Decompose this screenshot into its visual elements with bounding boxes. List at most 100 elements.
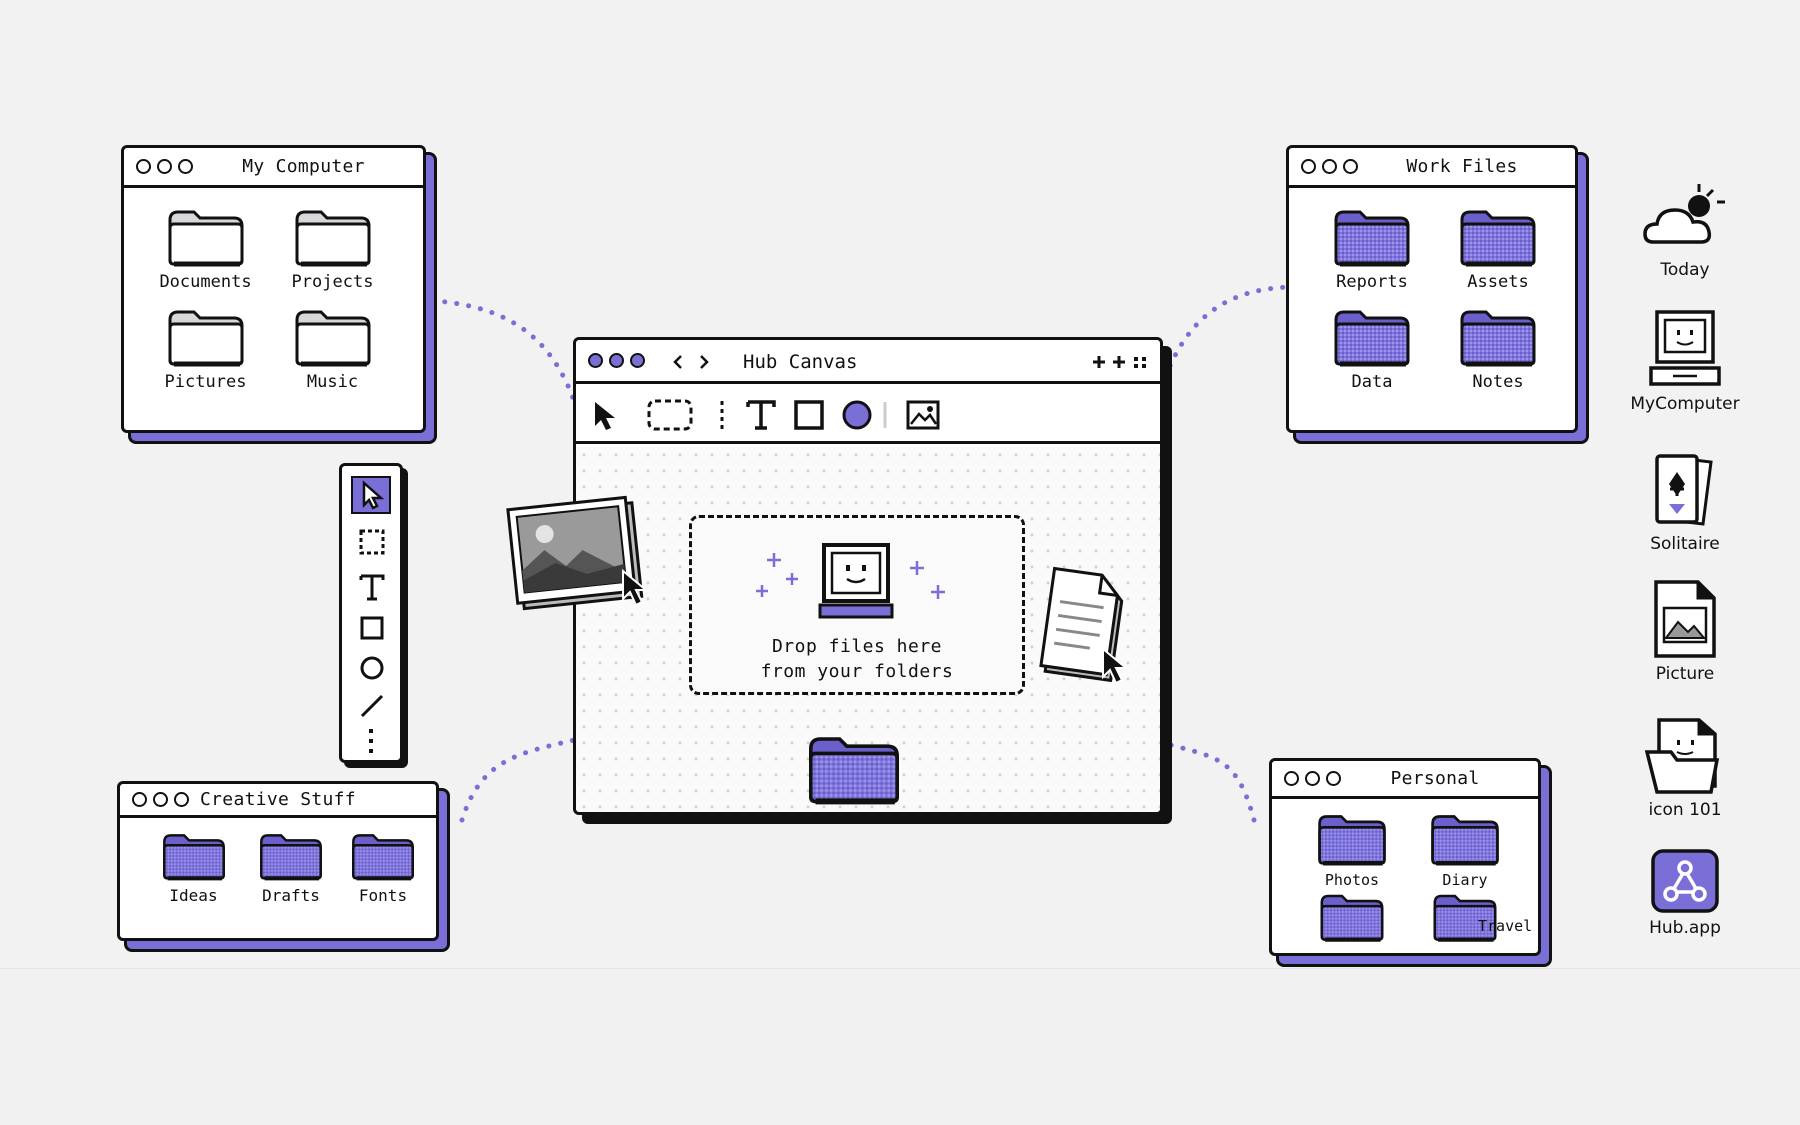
folder-data[interactable]: Data	[1309, 306, 1435, 392]
work-files-window[interactable]: Work Files Reports Assets Data Notes	[1286, 145, 1578, 433]
folder-label: Data	[1351, 372, 1393, 392]
folder-pictures[interactable]: Pictures	[142, 306, 269, 392]
window-controls[interactable]	[588, 340, 645, 381]
minimize-button[interactable]	[153, 792, 168, 807]
folder-icon	[166, 306, 246, 368]
minimize-button[interactable]	[609, 353, 624, 368]
ellipse-icon[interactable]	[358, 654, 386, 682]
desktop-icon-label: Hub.app	[1649, 918, 1721, 938]
close-button[interactable]	[136, 159, 151, 174]
desktop-icon-label: MyComputer	[1630, 394, 1740, 414]
open-folder-icon	[1645, 718, 1720, 794]
close-button[interactable]	[588, 353, 603, 368]
folder-documents[interactable]: Documents	[142, 206, 269, 292]
minimize-button[interactable]	[1322, 159, 1337, 174]
close-button[interactable]	[132, 792, 147, 807]
folder-photos[interactable]: Photos	[1294, 811, 1410, 889]
pointer-icon	[362, 480, 385, 510]
separator-icon	[720, 401, 724, 429]
folder-projects[interactable]: Projects	[269, 206, 396, 292]
close-button[interactable]	[1284, 771, 1299, 786]
folder-label: Photos	[1324, 871, 1380, 889]
add-icon[interactable]	[1113, 356, 1125, 368]
maximize-button[interactable]	[1343, 159, 1358, 174]
window-titlebar[interactable]: Hub Canvas	[576, 340, 1160, 384]
chevron-right-icon[interactable]	[698, 354, 710, 370]
maximize-button[interactable]	[1326, 771, 1341, 786]
window-controls[interactable]	[1301, 148, 1358, 185]
folder-diary[interactable]: Diary	[1410, 811, 1520, 889]
dropped-folder-icon[interactable]	[806, 730, 902, 808]
computer-sparkle-icon	[756, 543, 945, 619]
vertical-tool-palette	[339, 463, 403, 763]
dragged-document-icon[interactable]	[1033, 565, 1143, 705]
window-titlebar[interactable]: Work Files	[1289, 148, 1575, 188]
close-button[interactable]	[1301, 159, 1316, 174]
desktop-icon-picture[interactable]: Picture	[1625, 580, 1745, 684]
rectangle-icon[interactable]	[358, 614, 386, 642]
folder-ideas[interactable]: Ideas	[142, 830, 245, 905]
add-icon[interactable]	[1093, 356, 1105, 368]
folder-icon	[1458, 306, 1538, 368]
minimize-button[interactable]	[1305, 771, 1320, 786]
desktop-icon-mycomputer[interactable]: MyComputer	[1625, 310, 1745, 414]
marquee-tool-icon[interactable]	[646, 398, 694, 432]
image-tool-icon[interactable]	[906, 400, 940, 430]
folder-notes[interactable]: Notes	[1435, 306, 1561, 392]
folder-label: Music	[306, 372, 359, 392]
folder-label: Assets	[1467, 272, 1529, 292]
text-icon[interactable]	[358, 572, 386, 602]
text-tool-icon[interactable]	[746, 399, 776, 431]
folder-unnamed[interactable]	[1294, 891, 1410, 943]
desktop-icon-101[interactable]: icon 101	[1625, 712, 1745, 820]
window-titlebar[interactable]: My Computer	[124, 148, 423, 188]
maximize-button[interactable]	[178, 159, 193, 174]
creative-stuff-window[interactable]: Creative Stuff Ideas Drafts Fonts	[117, 781, 439, 941]
folder-icon	[161, 830, 227, 882]
line-icon[interactable]	[358, 692, 386, 720]
folder-icon	[1429, 811, 1501, 867]
window-title: Creative Stuff	[200, 789, 356, 810]
marquee-icon[interactable]	[358, 528, 386, 556]
folder-reports[interactable]: Reports	[1309, 206, 1435, 292]
folder-fonts[interactable]: Fonts	[337, 830, 429, 905]
window-titlebar[interactable]: Creative Stuff	[120, 784, 436, 818]
maximize-button[interactable]	[630, 353, 645, 368]
dragged-photo-icon[interactable]	[505, 495, 665, 630]
maximize-button[interactable]	[174, 792, 189, 807]
color-fill-icon[interactable]	[841, 399, 873, 431]
folder-music[interactable]: Music	[269, 306, 396, 392]
desktop-icon-label: icon 101	[1648, 800, 1722, 820]
folder-icon	[350, 830, 416, 882]
folder-assets[interactable]: Assets	[1435, 206, 1561, 292]
window-title: Work Files	[1406, 156, 1518, 177]
desktop-icon-label: Solitaire	[1650, 534, 1720, 554]
rectangle-tool-icon[interactable]	[794, 400, 824, 430]
desktop-icon-hub-app[interactable]: Hub.app	[1625, 848, 1745, 938]
more-icon[interactable]	[366, 728, 376, 754]
drop-zone[interactable]: Drop files here from your folders	[689, 515, 1025, 695]
desktop-icon-solitaire[interactable]: Solitaire	[1625, 452, 1745, 554]
window-titlebar[interactable]: Personal	[1272, 761, 1538, 799]
drop-instructions: Drop files here from your folders	[692, 634, 1022, 684]
folder-icon	[1332, 306, 1412, 368]
desktop-icon-today[interactable]: Today	[1625, 182, 1745, 280]
folder-icon	[166, 206, 246, 268]
folder-icon	[293, 206, 373, 268]
window-controls[interactable]	[136, 148, 193, 185]
personal-window[interactable]: Personal Photos Diary Travel	[1269, 758, 1541, 956]
window-controls[interactable]	[1284, 761, 1341, 796]
folder-icon	[1458, 206, 1538, 268]
window-actions[interactable]	[1092, 354, 1152, 370]
my-computer-window[interactable]: My Computer Documents Projects Pictures …	[121, 145, 426, 433]
window-controls[interactable]	[132, 784, 189, 815]
pointer-tool-icon[interactable]	[592, 400, 622, 432]
folder-drafts[interactable]: Drafts	[245, 830, 337, 905]
folder-label: Drafts	[262, 886, 320, 905]
minimize-button[interactable]	[157, 159, 172, 174]
window-title: Personal	[1390, 768, 1480, 789]
folder-travel[interactable]: Travel	[1410, 891, 1532, 943]
chevron-left-icon[interactable]	[672, 354, 684, 370]
pointer-tool-active[interactable]	[351, 476, 391, 514]
desktop-icon-label: Picture	[1655, 664, 1715, 684]
